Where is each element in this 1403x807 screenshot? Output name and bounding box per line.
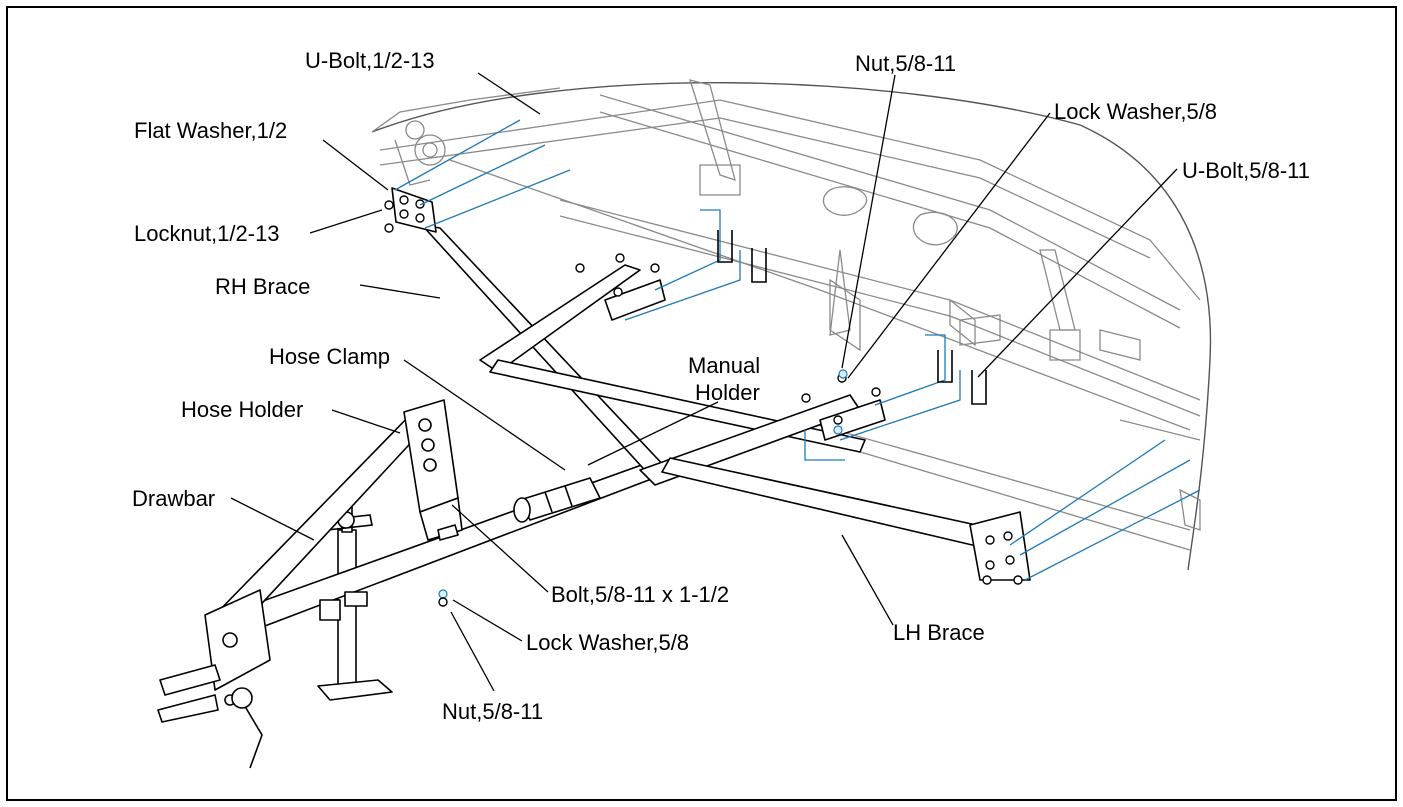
lh-brace — [661, 457, 1031, 585]
label-lock-washer-upper: Lock Washer,5/8 — [1054, 99, 1217, 124]
label-u-bolt-5-8: U-Bolt,5/8-11 — [1182, 158, 1310, 183]
label-bolt-5-8: Bolt,5/8-11 x 1-1/2 — [551, 582, 729, 607]
label-nut-upper: Nut,5/8-11 — [855, 51, 956, 76]
label-manual-holder-1: Manual — [688, 353, 760, 378]
leader-lines — [230, 72, 1178, 692]
hardware-markers — [438, 369, 848, 607]
manual-holder — [513, 477, 601, 523]
label-flat-washer-half: Flat Washer,1/2 — [134, 118, 287, 143]
label-hose-clamp: Hose Clamp — [269, 344, 390, 369]
assembly-alignment-lines — [394, 119, 1201, 581]
label-drawbar: Drawbar — [132, 486, 215, 511]
label-nut-lower: Nut,5/8-11 — [442, 699, 543, 724]
u-bolts — [717, 230, 987, 405]
rh-brace — [384, 187, 669, 479]
right-cross-beam — [489, 359, 886, 486]
header-machine-background — [371, 79, 1212, 571]
hose-holder — [403, 399, 463, 541]
label-lh-brace: LH Brace — [893, 620, 985, 645]
label-locknut-half: Locknut,1/2-13 — [134, 221, 280, 246]
label-manual-holder-2: Holder — [695, 380, 760, 405]
label-hose-holder: Hose Holder — [181, 397, 303, 422]
label-u-bolt-half: U-Bolt,1/2-13 — [305, 48, 435, 73]
label-lock-washer-lower: Lock Washer,5/8 — [526, 630, 689, 655]
label-rh-brace: RH Brace — [215, 274, 310, 299]
callout-labels: U-Bolt,1/2-13 Flat Washer,1/2 Locknut,1/… — [132, 48, 1310, 724]
